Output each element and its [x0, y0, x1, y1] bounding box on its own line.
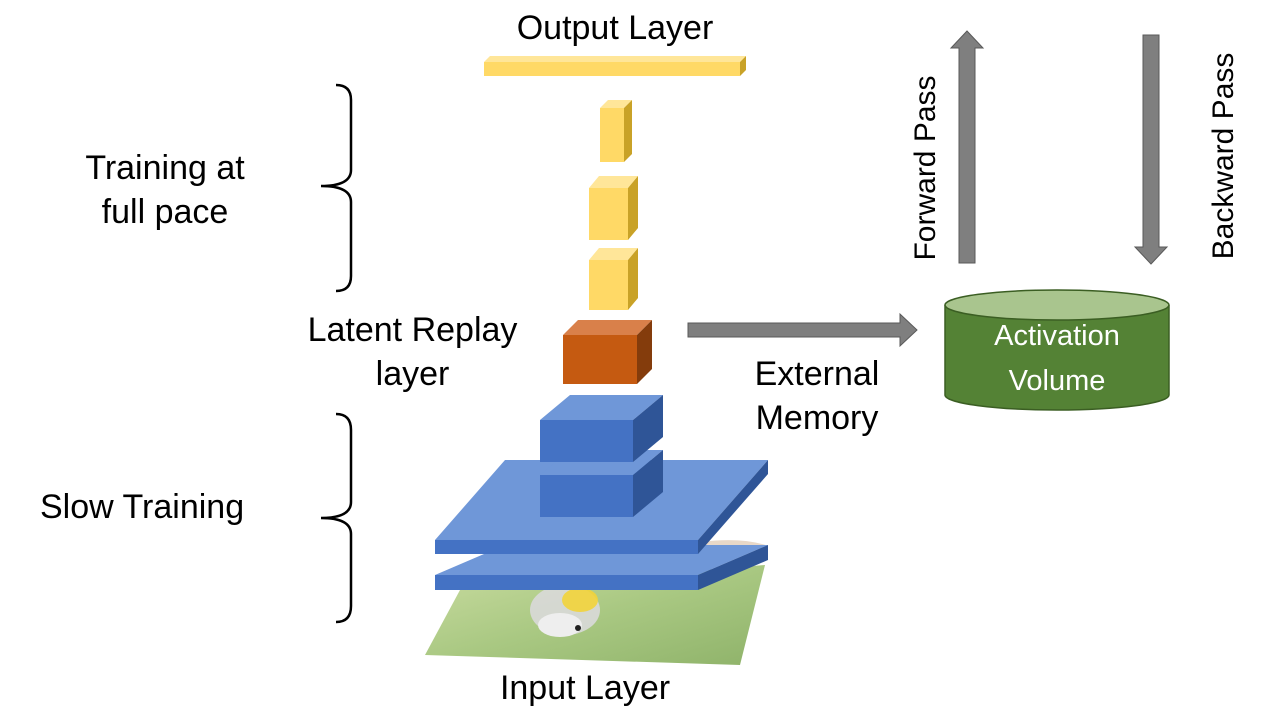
activation-volume-line1: Activation [994, 320, 1120, 352]
output-layer-label: Output Layer [516, 9, 714, 47]
latent-replay-block [563, 320, 652, 384]
backward-pass-arrow [1133, 34, 1169, 265]
slow-training-label: Slow Training [40, 488, 245, 526]
latent-replay-label: Latent Replay layer [285, 308, 540, 396]
yellow-block-2 [589, 176, 638, 240]
blue-block-upper [540, 395, 663, 462]
output-layer-bar [484, 56, 746, 76]
training-full-pace-line1: Training at [85, 149, 245, 187]
input-layer-label: Input Layer [499, 669, 671, 707]
external-memory-label: External Memory [722, 352, 912, 440]
forward-pass-label: Forward Pass [909, 75, 942, 261]
activation-volume-line2: Volume [1008, 365, 1106, 397]
forward-pass-arrow [949, 30, 985, 264]
brace-full-pace [320, 83, 353, 293]
latent-replay-line2: layer [375, 355, 450, 393]
latent-replay-line1: Latent Replay [307, 311, 518, 349]
activation-volume-cylinder [944, 289, 1170, 411]
external-memory-arrow [687, 312, 918, 348]
external-memory-line2: Memory [755, 399, 879, 437]
training-full-pace-line2: full pace [101, 193, 229, 231]
yellow-block-1 [589, 248, 638, 310]
external-memory-line1: External [754, 355, 880, 393]
backward-pass-label: Backward Pass [1207, 52, 1240, 260]
training-full-pace-label: Training at full pace [50, 146, 280, 234]
yellow-block-3 [600, 100, 632, 162]
activation-volume-label: Activation Volume [945, 314, 1169, 404]
brace-slow-training [320, 412, 353, 624]
